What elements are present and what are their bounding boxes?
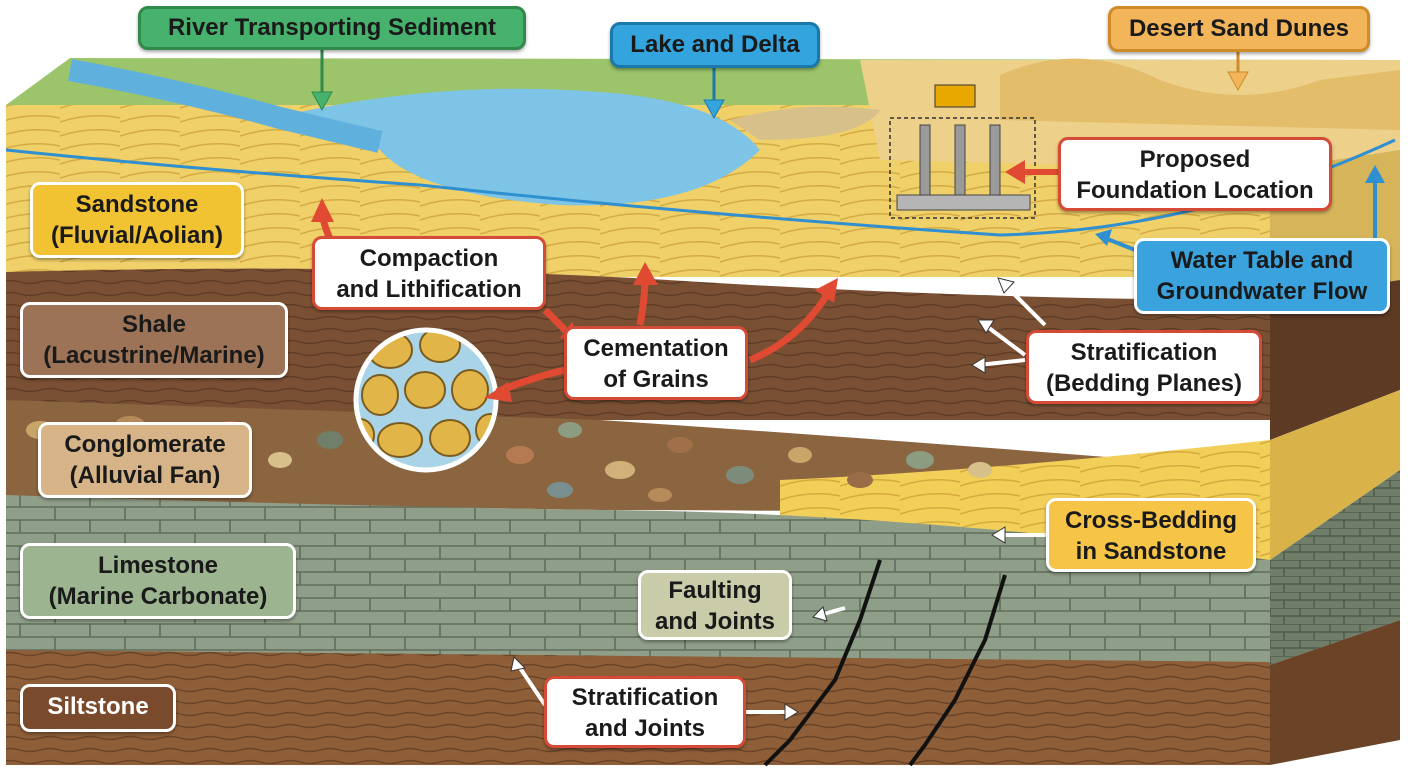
label-sandstone: Sandstone (Fluvial/Aolian) xyxy=(30,182,244,258)
label-shale: Shale (Lacustrine/Marine) xyxy=(20,302,288,378)
label-limestone-line1: Limestone xyxy=(97,552,219,579)
label-shale-line1: Shale xyxy=(121,311,187,338)
label-sandstone-line2: (Fluvial/Aolian) xyxy=(50,222,223,249)
label-compaction-line1: Compaction xyxy=(359,245,499,272)
lake-pointer-head xyxy=(703,99,725,120)
desert-pointer-head xyxy=(1227,71,1249,92)
label-river-text: River Transporting Sediment xyxy=(167,14,497,41)
lake xyxy=(300,88,760,206)
foundation-pointer-head xyxy=(1005,160,1025,184)
label-compaction-line2: and Lithification xyxy=(336,276,522,303)
water-table-line xyxy=(5,138,1396,237)
foundation-piles xyxy=(889,84,1036,219)
groundwater-up-head xyxy=(1365,165,1385,183)
label-cementation-line1: Cementation xyxy=(583,335,729,362)
label-limestone: Limestone (Marine Carbonate) xyxy=(20,543,296,619)
label-stratification-joints-line1: Stratification xyxy=(571,684,719,711)
water-table-pointer-head xyxy=(1095,229,1112,246)
label-compaction: Compaction and Lithification xyxy=(312,236,546,310)
label-water-table-line2: Groundwater Flow xyxy=(1156,278,1368,305)
cementation-magnified-circle xyxy=(353,327,499,473)
fault-line-left xyxy=(763,559,882,767)
label-faulting: Faulting and Joints xyxy=(638,570,792,640)
label-lake: Lake and Delta xyxy=(610,22,820,68)
river-channel xyxy=(68,59,383,153)
label-desert-text: Desert Sand Dunes xyxy=(1128,15,1350,42)
label-conglomerate: Conglomerate (Alluvial Fan) xyxy=(38,422,252,498)
label-desert: Desert Sand Dunes xyxy=(1108,6,1370,52)
block-side-limestone xyxy=(1270,470,1400,665)
block-side-siltstone xyxy=(1270,620,1400,765)
label-stratification-bedding-line1: Stratification xyxy=(1070,339,1218,366)
label-cross-bedding: Cross-Bedding in Sandstone xyxy=(1046,498,1256,572)
label-faulting-line1: Faulting xyxy=(668,577,762,604)
label-water-table: Water Table and Groundwater Flow xyxy=(1134,238,1390,314)
delta xyxy=(730,106,880,140)
label-faulting-line2: and Joints xyxy=(654,608,775,635)
label-river: River Transporting Sediment xyxy=(138,6,526,50)
arrow-cementation-right xyxy=(748,288,834,364)
label-foundation-line1: Proposed xyxy=(1139,146,1251,173)
label-stratification-joints: Stratification and Joints xyxy=(544,676,746,748)
label-siltstone: Siltstone xyxy=(20,684,176,732)
red-arrowheads xyxy=(311,198,838,402)
label-water-table-line1: Water Table and xyxy=(1170,247,1354,274)
block-side-cross-bedding xyxy=(1270,390,1400,560)
label-cementation: Cementation of Grains xyxy=(564,326,748,400)
label-stratification-bedding-line2: (Bedding Planes) xyxy=(1045,370,1243,397)
label-limestone-line2: (Marine Carbonate) xyxy=(48,583,268,610)
label-conglomerate-line2: (Alluvial Fan) xyxy=(69,462,221,489)
label-foundation-line2: Foundation Location xyxy=(1076,177,1314,204)
label-cross-bedding-line2: in Sandstone xyxy=(1075,538,1227,565)
fault-line-right xyxy=(908,574,1007,767)
label-foundation: Proposed Foundation Location xyxy=(1058,137,1332,211)
block-side-shale xyxy=(1270,280,1400,440)
label-cementation-line2: of Grains xyxy=(603,366,709,393)
label-conglomerate-line1: Conglomerate xyxy=(64,431,226,458)
label-lake-text: Lake and Delta xyxy=(630,31,800,58)
label-shale-line2: (Lacustrine/Marine) xyxy=(43,342,265,369)
river-pointer-head xyxy=(311,91,333,112)
label-sandstone-line1: Sandstone xyxy=(75,191,199,218)
label-cross-bedding-line1: Cross-Bedding xyxy=(1064,507,1237,534)
label-stratification-bedding: Stratification (Bedding Planes) xyxy=(1026,330,1262,404)
label-stratification-joints-line2: and Joints xyxy=(584,715,705,742)
label-siltstone-text: Siltstone xyxy=(47,693,149,720)
white-arrowheads xyxy=(510,277,1015,721)
sand-dunes xyxy=(1000,58,1400,130)
